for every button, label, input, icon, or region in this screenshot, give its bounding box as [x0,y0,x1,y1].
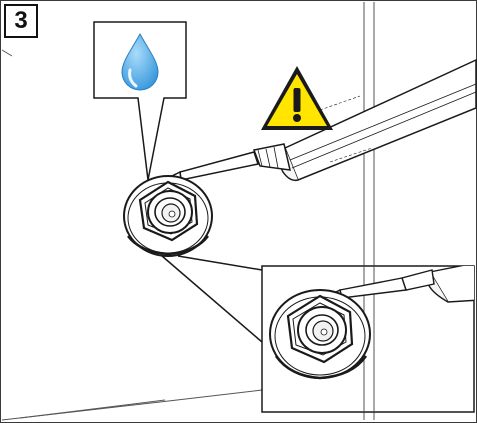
step-number-badge: 3 [4,4,38,38]
sealant-cartridge [170,58,477,183]
water-drop-icon [121,32,159,91]
zoom-connector-lines [161,255,263,343]
warning-triangle-icon [261,66,333,130]
callout-balloon [93,21,187,181]
zoom-inset [261,265,475,413]
pipe-fitting [123,175,213,257]
